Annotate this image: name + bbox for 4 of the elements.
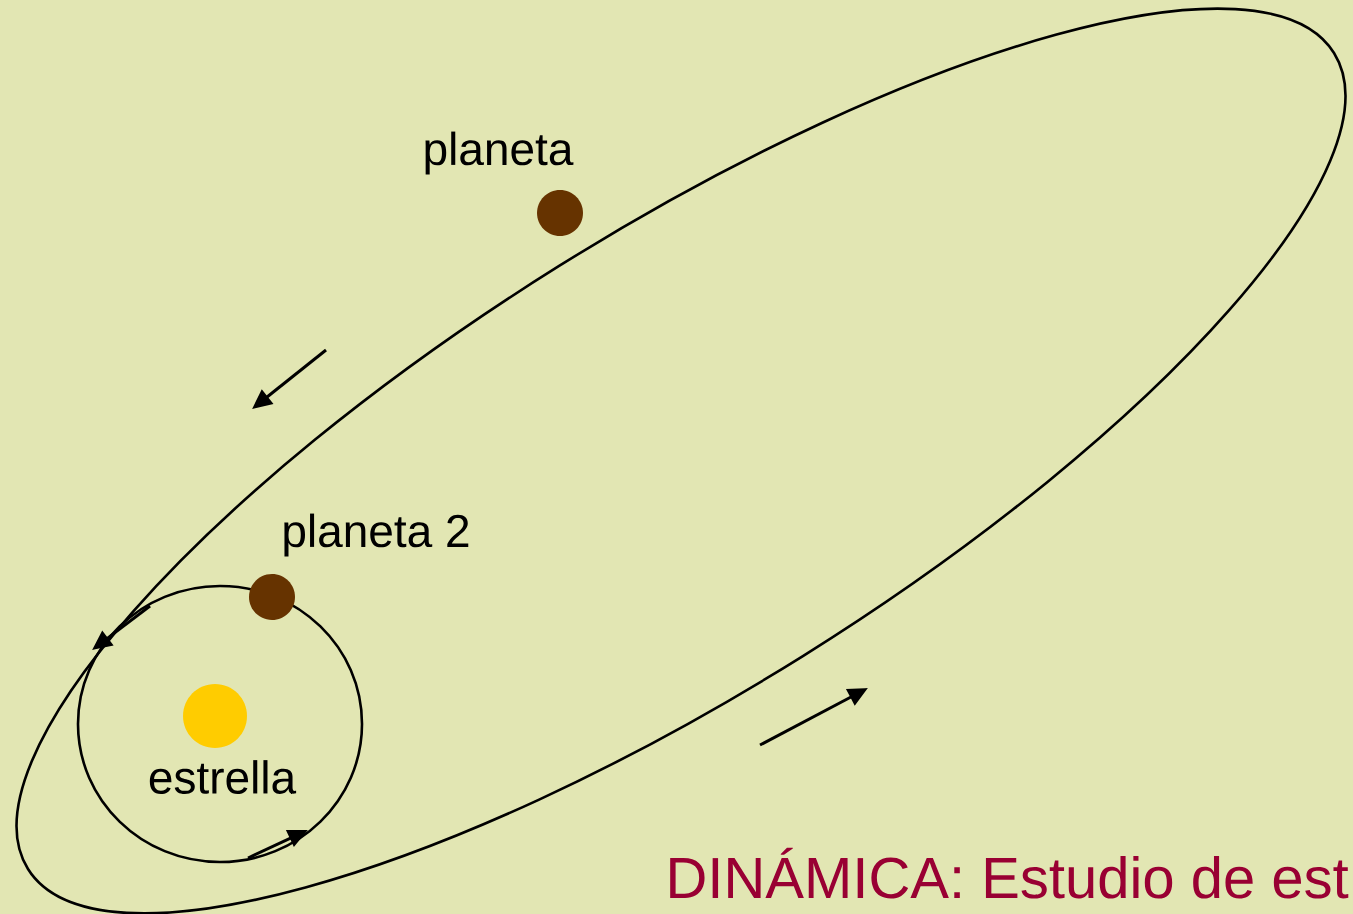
body-label: planeta 2 bbox=[284, 513, 469, 557]
title-text: DINÁMICA: Estudio de est bbox=[670, 847, 1349, 899]
body-label: estrella bbox=[149, 760, 297, 794]
body-label: planeta bbox=[425, 131, 574, 175]
